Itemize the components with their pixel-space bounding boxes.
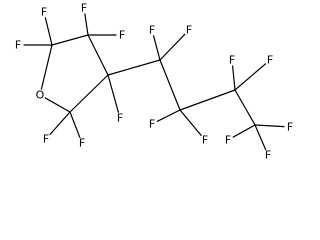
bond-c3-c4 (87, 34, 109, 76)
bond-c2-c3 (51, 34, 89, 46)
atom-layer: O F F F F F F F F F F F F F F F F (15, 2, 293, 161)
atom-label-f9: F (186, 24, 192, 37)
bond-ca-f9 (159, 33, 186, 61)
atom-label-f10: F (149, 118, 155, 131)
bond-c4-c5 (69, 74, 109, 113)
bond-cc-cd (234, 89, 256, 126)
bond-layer (23, 13, 285, 151)
atom-label-f1: F (15, 39, 21, 52)
atom-label-f3: F (81, 2, 87, 15)
bond-c2-f2 (44, 17, 53, 46)
atom-label-f6: F (43, 133, 49, 146)
bond-o1-c2 (40, 44, 53, 90)
bond-c4-ca (107, 59, 161, 76)
bond-cc-f12 (231, 65, 236, 91)
bond-cb-cc (179, 89, 236, 111)
atom-label-f8: F (149, 24, 155, 37)
bond-c5-o1 (44, 97, 71, 113)
atom-label-f11: F (202, 134, 208, 147)
bond-c5-f7 (69, 111, 81, 139)
atom-label-f14: F (225, 134, 231, 147)
bond-c3-f3 (84, 13, 89, 36)
bond-ca-f8 (152, 35, 161, 61)
bond-c4-f5 (107, 74, 119, 113)
molecule-structure: O F F F F F F F F F F F F F F F F (15, 2, 293, 161)
bond-c5-f6 (49, 111, 71, 136)
atom-label-f12: F (229, 54, 235, 67)
bond-cb-f10 (156, 109, 181, 122)
atom-label-f4: F (119, 29, 125, 42)
atom-label-f7: F (79, 137, 85, 150)
atom-label-f5: F (117, 112, 123, 125)
bond-cb-f11 (179, 109, 202, 136)
atom-label-f16: F (287, 121, 293, 134)
bond-cd-f15 (254, 124, 267, 151)
bond-cd-f14 (232, 124, 256, 138)
bond-ca-cb (159, 59, 181, 111)
atom-label-f15: F (265, 149, 271, 161)
bond-cd-f16 (254, 124, 285, 128)
bond-cc-f13 (234, 63, 267, 91)
atom-label-o1: O (36, 89, 45, 102)
atom-label-f13: F (267, 54, 273, 67)
atom-label-f2: F (41, 6, 47, 19)
